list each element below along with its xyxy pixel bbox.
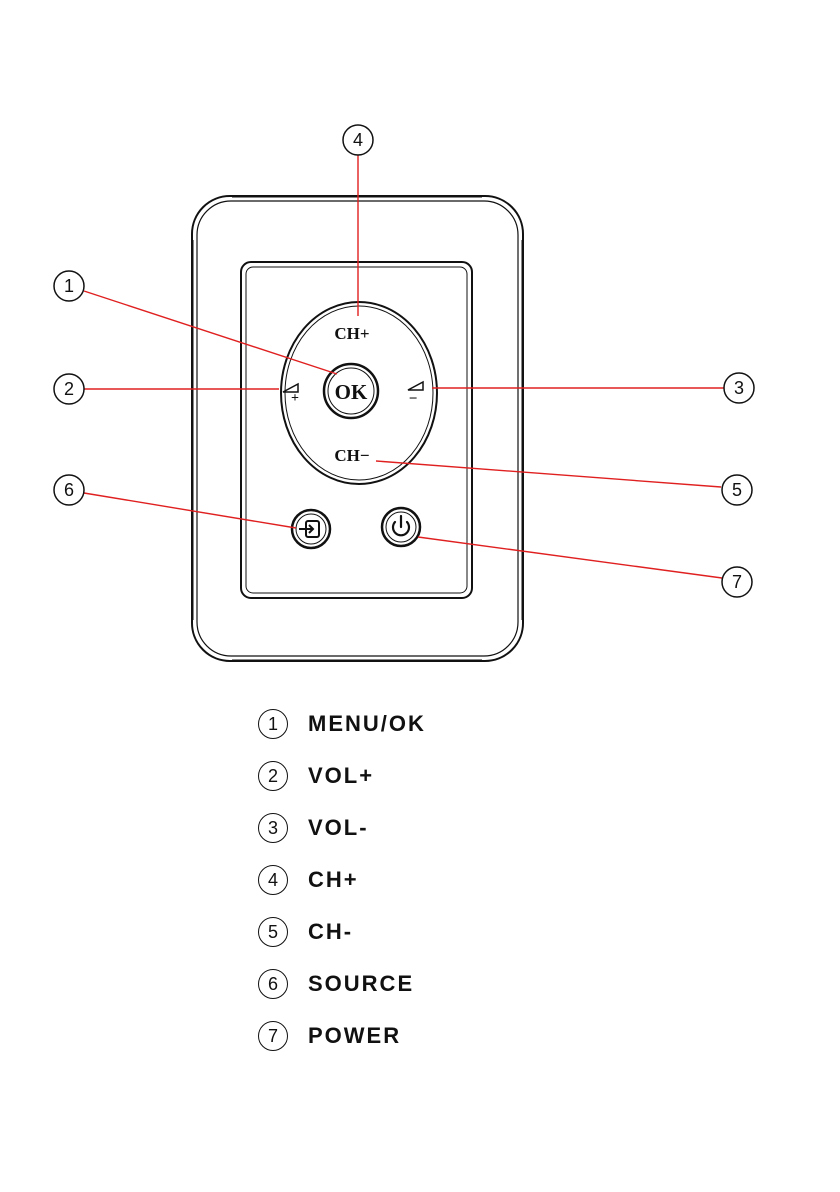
source-input-icon bbox=[299, 521, 319, 537]
legend-number: 2 bbox=[258, 761, 288, 791]
legend-number: 4 bbox=[258, 865, 288, 895]
legend-row: 6 SOURCE bbox=[258, 958, 658, 1010]
legend-number: 1 bbox=[258, 709, 288, 739]
legend-row: 2 VOL+ bbox=[258, 750, 658, 802]
callout-6: 6 bbox=[54, 475, 84, 505]
callout-number: 6 bbox=[64, 480, 74, 500]
legend-row: 1 MENU/OK bbox=[258, 698, 658, 750]
callout-number: 5 bbox=[732, 480, 742, 500]
legend-label: VOL+ bbox=[308, 763, 374, 789]
legend-number: 5 bbox=[258, 917, 288, 947]
ch-plus-label[interactable]: CH+ bbox=[334, 324, 369, 343]
callout-number: 2 bbox=[64, 379, 74, 399]
legend-row: 7 POWER bbox=[258, 1010, 658, 1062]
callout-5: 5 bbox=[722, 475, 752, 505]
legend-label: CH- bbox=[308, 919, 353, 945]
vol-minus-sign: − bbox=[409, 391, 418, 407]
legend-label: MENU/OK bbox=[308, 711, 426, 737]
legend-row: 3 VOL- bbox=[258, 802, 658, 854]
vol-plus-sign: + bbox=[291, 391, 299, 406]
volume-ramp-icon bbox=[408, 382, 423, 390]
source-button[interactable] bbox=[292, 510, 330, 548]
callout-3: 3 bbox=[724, 373, 754, 403]
callout-7: 7 bbox=[722, 567, 752, 597]
legend-number: 6 bbox=[258, 969, 288, 999]
callout-4: 4 bbox=[343, 125, 373, 155]
legend: 1 MENU/OK 2 VOL+ 3 VOL- 4 CH+ 5 CH- 6 SO… bbox=[258, 698, 658, 1062]
vol-minus-key[interactable]: − bbox=[408, 382, 423, 407]
ch-minus-label[interactable]: CH− bbox=[334, 446, 369, 465]
callout-number: 1 bbox=[64, 276, 74, 296]
leader-line-6 bbox=[84, 493, 296, 528]
leader-line-5 bbox=[376, 461, 721, 487]
leader-lines bbox=[84, 153, 725, 578]
callout-number: 4 bbox=[353, 130, 363, 150]
callout-number: 7 bbox=[732, 572, 742, 592]
legend-row: 5 CH- bbox=[258, 906, 658, 958]
callout-2: 2 bbox=[54, 374, 84, 404]
legend-label: POWER bbox=[308, 1023, 401, 1049]
legend-number: 7 bbox=[258, 1021, 288, 1051]
inner-panel bbox=[241, 262, 472, 598]
leader-line-1 bbox=[84, 291, 337, 374]
leader-line-7 bbox=[418, 537, 722, 578]
legend-row: 4 CH+ bbox=[258, 854, 658, 906]
callout-number: 3 bbox=[734, 378, 744, 398]
power-icon bbox=[393, 516, 409, 535]
legend-number: 3 bbox=[258, 813, 288, 843]
legend-label: CH+ bbox=[308, 867, 359, 893]
ok-label: OK bbox=[335, 380, 368, 404]
legend-label: VOL- bbox=[308, 815, 369, 841]
power-button[interactable] bbox=[382, 508, 420, 546]
legend-label: SOURCE bbox=[308, 971, 414, 997]
callout-1: 1 bbox=[54, 271, 84, 301]
